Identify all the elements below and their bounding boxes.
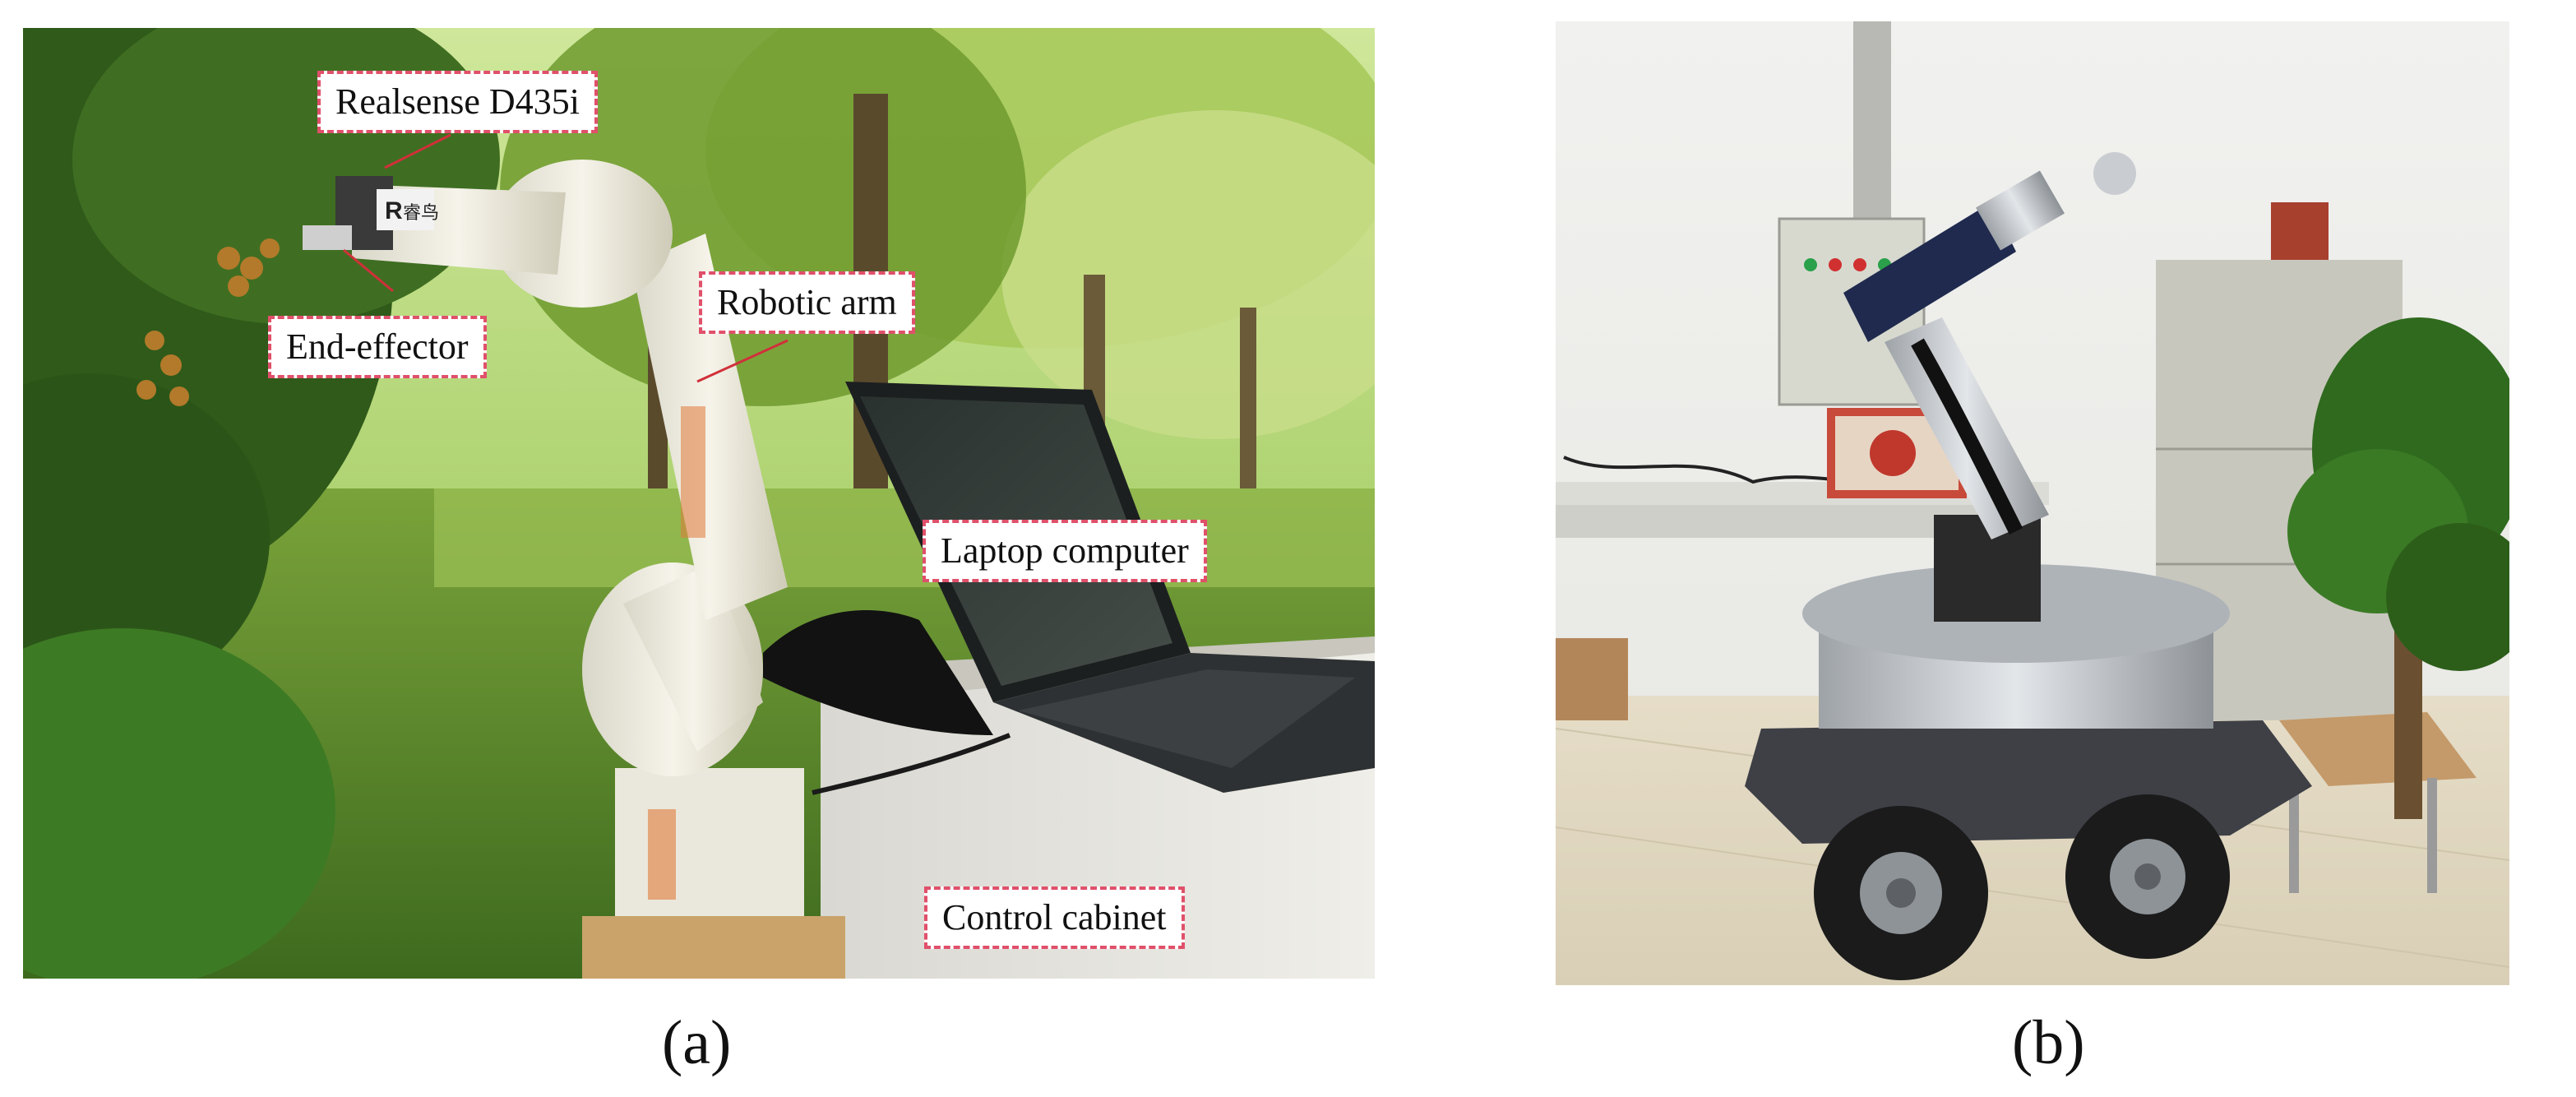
indoor-robot-scene	[1556, 21, 2509, 985]
arm-brand-text: 睿鸟	[403, 203, 439, 224]
caption-a: (a)	[662, 1008, 732, 1077]
label-realsense-camera: Realsense D435i	[317, 71, 598, 133]
photo-orchard-setup: R 睿鸟 Realsense D435i Robotic arm End-eff…	[23, 28, 1375, 979]
caption-b: (b)	[2012, 1008, 2085, 1077]
photo-mobile-robot	[1556, 21, 2509, 985]
label-control-cabinet: Control cabinet	[924, 886, 1185, 949]
arm-logo: R	[385, 197, 403, 224]
label-end-effector: End-effector	[268, 316, 487, 378]
orchard-scene: R 睿鸟	[23, 28, 1375, 979]
label-robotic-arm: Robotic arm	[699, 271, 915, 334]
label-laptop-computer: Laptop computer	[923, 520, 1207, 582]
